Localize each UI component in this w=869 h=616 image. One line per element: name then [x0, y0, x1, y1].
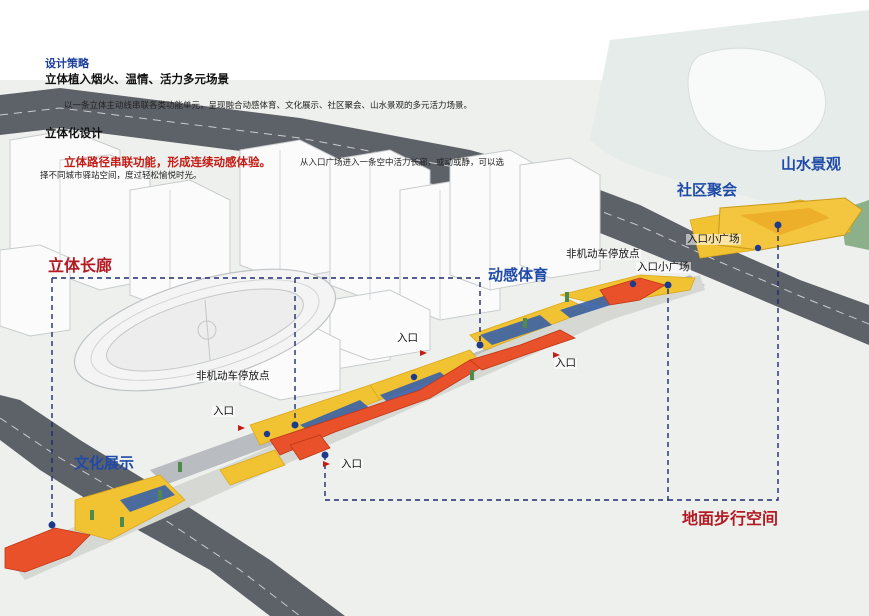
zone-landscape-label: 山水景观	[781, 155, 842, 173]
small-plaza-label: 入口小广场	[636, 261, 691, 273]
design-highlight: 立体路径串联功能，形成连续动感体验。	[64, 155, 271, 169]
zone-sports-label: 动感体育	[488, 266, 549, 284]
zone-ground-label: 地面步行空间	[682, 509, 779, 528]
entrance-label: 入口	[212, 405, 235, 417]
orange-elevated-walkway	[4, 277, 667, 573]
entrance-label: 入口	[396, 332, 419, 344]
building-outlines	[59, 150, 491, 320]
entrance-label: 入口	[340, 458, 363, 470]
upper-expressway	[0, 88, 869, 345]
zone-corridor-label: 立体长廊	[48, 256, 113, 275]
river-water	[687, 47, 827, 152]
bike-parking-label: 非机动车停放点	[565, 248, 641, 260]
community-deck	[717, 197, 863, 251]
green-accents	[90, 292, 569, 527]
upper-expressway-line	[0, 107, 869, 325]
zone-culture-label: 文化展示	[74, 454, 135, 472]
bike-parking-label: 非机动车停放点	[195, 370, 271, 382]
building-massing	[0, 129, 601, 401]
entrance-label: 入口	[554, 357, 577, 369]
strategy-subtitle: 立体植入烟火、温情、活力多元场景	[45, 72, 229, 86]
small-plaza-label: 入口小广场	[686, 233, 741, 245]
entrance-flags	[238, 350, 560, 467]
design-text-line1: 从入口广场进入一条空中活力长廊，或动或静，可以选	[300, 158, 505, 168]
design-text-line2: 择不同城市驿站空间，度过轻松愉悦时光。	[40, 171, 202, 181]
strategy-title: 设计策略	[45, 57, 89, 70]
zone-outlines	[51, 225, 779, 525]
zone-community-label: 社区聚会	[677, 181, 738, 199]
strategy-paragraph: 以一条立体主动线串联各类功能单元，呈现融合动感体育、文化展示、社区聚会、山水景观…	[64, 101, 473, 111]
design-title: 立体化设计	[45, 126, 103, 140]
blue-deck	[120, 294, 620, 512]
node-markers	[48, 221, 782, 529]
cross-road-edge	[0, 417, 301, 616]
